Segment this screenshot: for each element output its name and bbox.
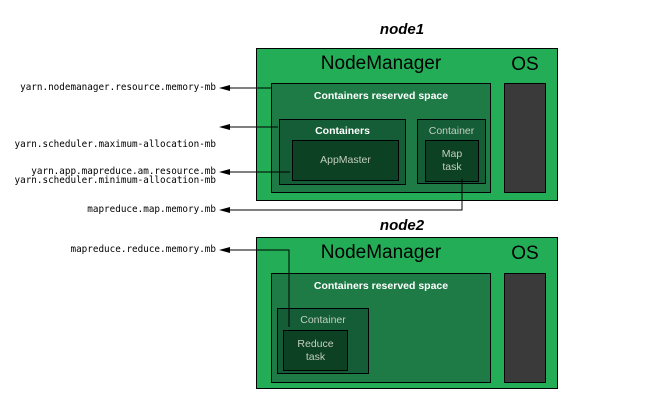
node1-appmaster-label: AppMaster [320,154,371,166]
node1-nodemanager-label: NodeManager [320,53,442,74]
node1-box: NodeManager OS Containers reserved space… [256,48,558,201]
node1-map-task-line2: task [442,161,462,173]
node2-os-label: OS [511,243,539,264]
node2-reduce-task-line2: task [305,350,326,363]
node1-map-task-box: Map task [425,140,479,182]
label-yarn-app-mapreduce-am-resource-mb: yarn.app.mapreduce.am.resource.mb [31,166,216,177]
node2-container-box: Container Reduce task [277,308,369,374]
node1-os-label: OS [511,54,539,75]
node1-map-task-line1: Map [441,148,463,160]
label-mapreduce-reduce-memory-mb: mapreduce.reduce.memory.mb [70,244,216,255]
node2-box: NodeManager OS Containers reserved space… [256,237,558,389]
node1-container-title: Container [428,125,475,137]
node1-containers-reserved-space-box: Containers reserved space Containers App… [271,83,491,193]
node1-containers-title: Containers [315,125,370,137]
node1-title: node1 [379,21,425,38]
node2-reduce-task-box: Reduce task [283,330,348,371]
node1-containers-box: Containers AppMaster [279,119,406,185]
node2-title: node2 [379,217,425,234]
node1-os-memory-rect [504,83,546,193]
label-yarn-nodemanager-resource-memory-mb: yarn.nodemanager.resource.memory-mb [20,82,216,93]
node2-reduce-task-line1: Reduce [297,337,334,350]
node1-appmaster-box: AppMaster [292,140,399,181]
node2-container-title: Container [300,314,346,326]
node2-containers-reserved-space-box: Containers reserved space Container Redu… [271,273,491,383]
node1-reserved-space-title: Containers reserved space [313,90,449,102]
node2-os-memory-rect [504,273,546,383]
label-yarn-scheduler-maximum-allocation-mb: yarn.scheduler.maximum-allocation-mb [14,139,217,150]
node1-container-box: Container Map task [417,119,486,184]
label-yarn-scheduler-minimum-allocation-mb: yarn.scheduler.minimum-allocation-mb [14,175,217,186]
label-mapreduce-map-memory-mb: mapreduce.map.memory.mb [87,204,216,215]
label-yarn-scheduler-allocation: yarn.scheduler.maximum-allocation-mb yar… [0,115,217,211]
node2-nodemanager-label: NodeManager [320,242,442,263]
node2-reserved-space-title: Containers reserved space [313,280,449,292]
